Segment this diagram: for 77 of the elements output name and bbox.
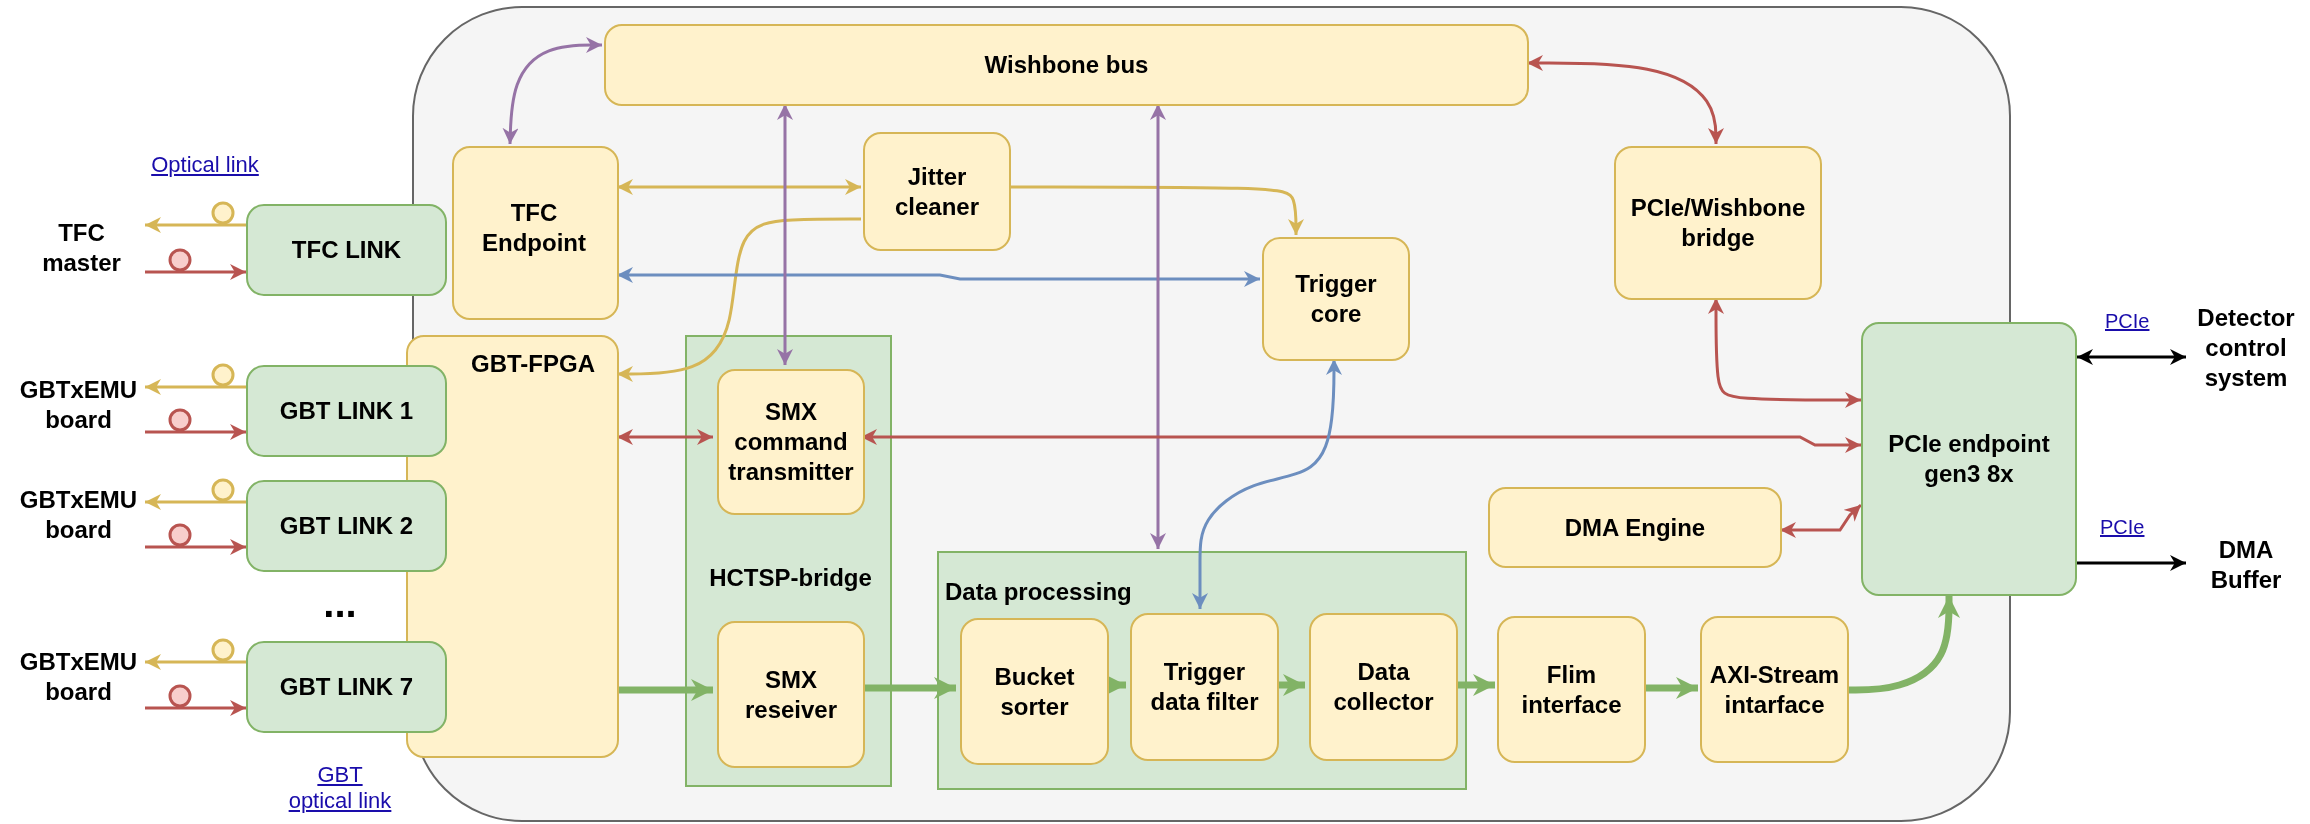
group-container xyxy=(685,335,892,787)
box-label: Jitter cleaner xyxy=(893,161,981,222)
link-box xyxy=(246,641,447,733)
box-label: TFC Endpoint xyxy=(481,198,587,258)
arrow xyxy=(1708,298,1861,408)
arrow xyxy=(1192,359,1342,609)
terminal-label: DMA Buffer xyxy=(2186,535,2306,595)
arrow xyxy=(1644,677,1698,699)
link-box xyxy=(246,365,447,457)
box-label: GBT LINK 1 xyxy=(279,396,414,426)
process-box xyxy=(717,621,865,768)
box-label: Trigger core xyxy=(1294,269,1378,329)
bus-bar xyxy=(604,24,1529,106)
box-label: HCTSP-bridge xyxy=(708,563,873,593)
arrow xyxy=(145,494,246,510)
arrow xyxy=(617,267,1260,287)
terminal-label: GBTxEMU board xyxy=(12,370,145,440)
arrow xyxy=(777,104,793,365)
link-box xyxy=(246,204,447,296)
box-label: Data processing xyxy=(945,577,1133,607)
box-label: TFC LINK xyxy=(291,235,402,265)
arrow xyxy=(1150,104,1166,549)
process-box xyxy=(1262,237,1410,361)
ellipsis-label: ... xyxy=(322,588,358,618)
box-label: Data collector xyxy=(1332,657,1435,717)
arrow xyxy=(617,217,861,382)
arrow xyxy=(617,429,713,445)
terminal-label: Detector control system xyxy=(2186,298,2306,398)
box-label: SMX command transmitter xyxy=(727,397,855,487)
box-label: GBT LINK 2 xyxy=(279,511,414,541)
process-box xyxy=(1130,613,1279,761)
box-label: Bucket sorter xyxy=(993,661,1076,722)
arrow xyxy=(2077,555,2186,571)
box-label: Wishbone bus xyxy=(984,50,1149,80)
arrow xyxy=(1009,185,1304,235)
link-text: Optical link xyxy=(151,152,259,177)
arrow xyxy=(1780,503,1862,538)
terminal-label: TFC master xyxy=(18,215,145,280)
endpoint-box xyxy=(1861,322,2077,596)
group-container xyxy=(937,551,1467,790)
box-label: GBT LINK 7 xyxy=(279,672,414,702)
arrow xyxy=(2077,349,2186,365)
arrow xyxy=(1847,596,1960,694)
box-label: GBT-FPGA xyxy=(470,349,596,379)
arrow xyxy=(145,217,246,233)
box-label: AXI-Stream intarface xyxy=(1708,659,1841,720)
box-label: Trigger data filter xyxy=(1149,657,1260,717)
process-box xyxy=(960,618,1109,765)
process-box xyxy=(1497,616,1646,763)
box-label: Flim interface xyxy=(1520,659,1623,720)
process-box xyxy=(863,132,1011,251)
link-text: GBT optical link xyxy=(288,762,392,813)
process-box xyxy=(717,369,865,515)
arrow xyxy=(145,424,246,440)
process-box xyxy=(1309,613,1458,761)
process-box xyxy=(1700,616,1849,763)
arrow xyxy=(145,539,246,555)
process-box xyxy=(1488,487,1782,568)
box-label: SMX reseiver xyxy=(743,664,839,725)
box-label: PCIe endpoint gen3 8x xyxy=(1887,429,2051,489)
terminal-label: GBTxEMU board xyxy=(12,642,145,712)
arrow xyxy=(145,264,246,280)
box-label: DMA Engine xyxy=(1564,512,1706,543)
link-box xyxy=(246,480,447,572)
arrow xyxy=(617,679,713,701)
arrow xyxy=(502,37,602,145)
arrow xyxy=(145,379,246,395)
edge-label: PCIe xyxy=(2100,516,2145,539)
arrow xyxy=(1527,55,1724,144)
process-box xyxy=(452,146,619,320)
arrow xyxy=(145,654,246,670)
terminal-label: GBTxEMU board xyxy=(12,480,145,550)
box-label: PCIe/Wishbone bridge xyxy=(1629,193,1807,253)
edge-label: PCIe xyxy=(2105,310,2150,333)
arrow xyxy=(145,700,246,716)
arrow xyxy=(617,179,861,195)
process-box xyxy=(1614,146,1822,300)
